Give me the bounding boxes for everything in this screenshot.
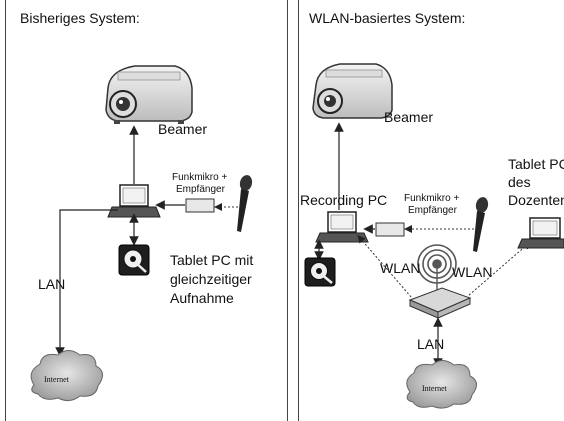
tablet-label-line2: gleichzeitiger — [170, 271, 252, 287]
internet-label: Internet — [422, 384, 447, 393]
wlan-link-tablet — [467, 241, 532, 297]
internet-label: Internet — [44, 375, 69, 384]
funkmikro-label: Funkmikro + — [172, 172, 228, 183]
tablet-label-line1: Tablet PC mit — [170, 252, 254, 268]
projector-icon — [105, 65, 193, 124]
beamer-label: Beamer — [158, 121, 208, 137]
laptop-icon — [517, 217, 564, 249]
router-icon — [408, 287, 472, 319]
internet-cloud-icon — [30, 350, 103, 402]
receiver-icon — [185, 198, 215, 213]
panel-current-system: Bisheriges System: — [5, 0, 288, 421]
beamer-label: Beamer — [384, 109, 434, 125]
lan-connection — [55, 209, 118, 357]
panel-wlan-system: WLAN-basiertes System: — [298, 0, 564, 421]
wlan-label-left: WLAN — [380, 260, 421, 276]
lan-label: LAN — [417, 336, 445, 352]
laptop-icon — [107, 184, 161, 218]
wlan-link-recording — [357, 234, 413, 299]
wlan-label-right: WLAN — [452, 264, 493, 280]
recording-pc-label: Recording PC — [300, 192, 388, 208]
projector-icon — [312, 63, 393, 119]
empfaenger-label: Empfänger — [408, 205, 457, 216]
microphone-icon — [237, 175, 253, 232]
panel-title: Bisheriges System: — [20, 10, 140, 26]
panel-title: WLAN-basiertes System: — [309, 10, 466, 26]
lan-label: LAN — [38, 276, 66, 292]
microphone-icon — [473, 197, 489, 252]
tablet-label-line1: Tablet PC — [508, 156, 564, 172]
harddisk-icon — [118, 244, 150, 276]
harddisk-icon — [304, 257, 336, 287]
internet-cloud-icon — [406, 360, 477, 409]
laptop-icon — [315, 211, 369, 243]
tablet-label-line2: des — [508, 174, 531, 190]
tablet-label-line3: Aufnahme — [170, 290, 234, 306]
empfaenger-label: Empfänger — [176, 184, 225, 195]
receiver-icon — [375, 222, 405, 237]
funkmikro-label: Funkmikro + — [404, 193, 460, 204]
tablet-label-line3: Dozenten — [508, 192, 564, 208]
